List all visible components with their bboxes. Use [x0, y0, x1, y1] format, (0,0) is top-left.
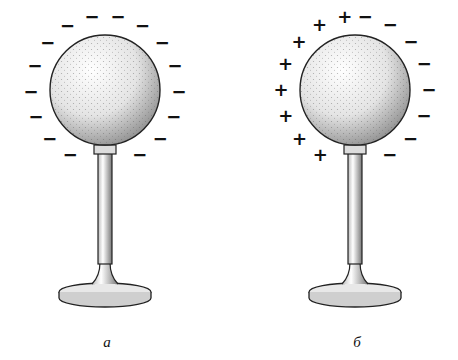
figure-letter: б: [353, 335, 361, 350]
figure-letter: а: [103, 335, 111, 350]
charge-sign: −: [421, 81, 436, 99]
charge-sign: −: [417, 107, 432, 125]
charge-sign: −: [171, 83, 186, 101]
charge-sign: +: [313, 146, 328, 164]
charge-sign: −: [166, 108, 181, 126]
charge-sign: −: [84, 8, 99, 26]
charge-sign: +: [292, 130, 307, 148]
charge-sign: −: [23, 83, 38, 101]
charge-sign: −: [63, 146, 78, 164]
charge-sign: +: [312, 16, 327, 34]
charge-sign: −: [40, 34, 55, 52]
charge-sign: −: [29, 108, 44, 126]
charge-sign: −: [403, 130, 418, 148]
charge-sign: +: [278, 107, 293, 125]
charge-sign: −: [28, 57, 43, 75]
charge-sign: −: [110, 8, 125, 26]
charge-sign: +: [337, 8, 352, 26]
charge-sign: −: [132, 146, 147, 164]
charge-sign: −: [153, 130, 168, 148]
charge-sign: −: [42, 130, 57, 148]
charge-sign: −: [135, 17, 150, 35]
charge-sign: −: [403, 33, 418, 51]
charge-sign: +: [291, 33, 306, 51]
charge-sign: −: [60, 17, 75, 35]
conductor-sphere-stand: [300, 35, 410, 307]
charge-sign: −: [383, 16, 398, 34]
charge-sign: +: [273, 81, 288, 99]
conductor-sphere-stand: [50, 35, 160, 307]
charge-sign: +: [278, 55, 293, 73]
charge-sign: −: [358, 8, 373, 26]
charge-sign: −: [382, 146, 397, 164]
charge-sign: −: [167, 57, 182, 75]
charge-sign: −: [417, 55, 432, 73]
charge-sign: −: [155, 34, 170, 52]
